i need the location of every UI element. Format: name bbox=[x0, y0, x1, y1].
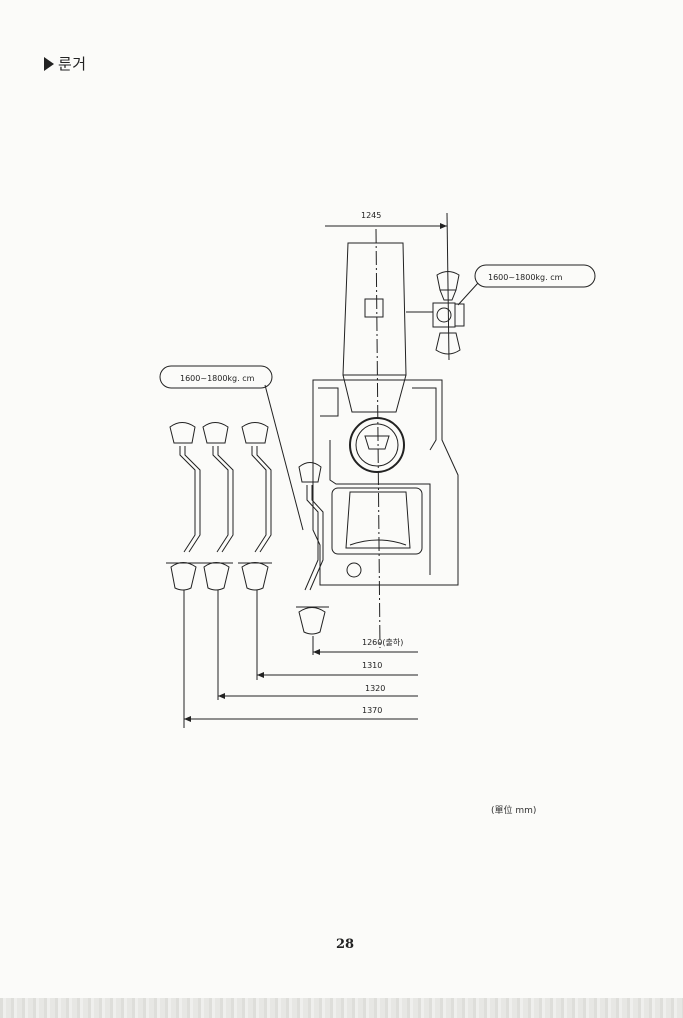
dimension-1320-label: 1320 bbox=[365, 684, 385, 693]
callout-left-label: 1600~1800kg. cm bbox=[180, 374, 255, 383]
dimension-leaders bbox=[183, 590, 418, 728]
callout-left bbox=[159, 365, 304, 531]
rim-profile-1370 bbox=[166, 422, 201, 591]
rim-profile-1310 bbox=[238, 422, 272, 591]
rim-profile-1260 bbox=[296, 462, 329, 635]
callout-right bbox=[457, 264, 596, 306]
page-number: 28 bbox=[336, 937, 355, 952]
dimension-1370-label: 1370 bbox=[362, 706, 382, 715]
section-heading: 룬거 bbox=[44, 53, 87, 74]
console-body bbox=[312, 374, 459, 586]
dimension-1245 bbox=[325, 212, 450, 361]
center-line bbox=[375, 228, 381, 649]
rim-profile-1320 bbox=[199, 422, 234, 591]
scan-edge-band bbox=[0, 998, 683, 1018]
steering-column bbox=[342, 242, 407, 376]
dimension-1310-label: 1310 bbox=[362, 661, 382, 670]
dimension-1260-label: 1260(출하) bbox=[362, 637, 403, 647]
steering-wheel bbox=[349, 417, 405, 473]
callout-right-label: 1600~1800kg. cm bbox=[488, 273, 563, 282]
triangle-bullet-icon bbox=[44, 56, 54, 71]
section-heading-text: 룬거 bbox=[58, 55, 87, 73]
dimension-1245-label: 1245 bbox=[361, 211, 381, 220]
right-wheel-assembly bbox=[406, 271, 465, 355]
unit-note: (單位 mm) bbox=[491, 806, 537, 816]
